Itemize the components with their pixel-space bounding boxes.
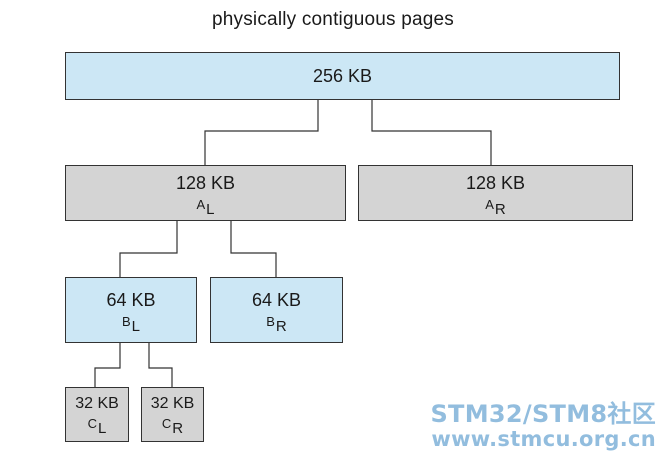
node-root: 256 KB <box>65 52 620 100</box>
connector-root-al <box>204 100 319 165</box>
node-a-left-sub: L <box>206 201 215 218</box>
connector-al-br <box>230 221 277 277</box>
node-c-right-letter: C <box>161 416 172 431</box>
connector-bl-cl <box>94 343 121 387</box>
node-a-left-letter: A <box>196 197 206 212</box>
watermark-line1: STM32/STM8社区 <box>430 400 656 428</box>
node-c-right-sub: R <box>172 420 184 437</box>
connector-bl-cr <box>148 343 173 387</box>
node-c-left-letter: C <box>87 416 98 431</box>
node-c-left-label: CL <box>66 415 128 437</box>
node-a-left-size: 128 KB <box>175 173 236 193</box>
node-c-right-label: CR <box>142 415 203 437</box>
node-a-left: 128 KB AL <box>65 165 346 221</box>
node-c-left-size: 32 KB <box>75 395 119 412</box>
connector-al-bl <box>119 221 178 277</box>
node-c-left-sub: L <box>98 420 107 437</box>
node-root-size: 256 KB <box>312 66 373 86</box>
node-b-left-size: 64 KB <box>106 290 156 310</box>
diagram-title: physically contiguous pages <box>212 9 454 30</box>
node-b-left-sub: L <box>131 318 140 335</box>
connector-root-ar <box>371 100 492 165</box>
node-c-right-size: 32 KB <box>150 395 195 412</box>
node-b-right: 64 KB BR <box>210 277 343 343</box>
node-a-right-size: 128 KB <box>465 173 526 193</box>
node-b-right-letter: B <box>266 314 275 329</box>
node-b-right-size: 64 KB <box>251 290 302 310</box>
node-a-left-label: AL <box>66 196 345 218</box>
node-c-right: 32 KB CR <box>141 387 204 442</box>
node-b-right-label: BR <box>211 313 342 335</box>
node-b-left-label: BL <box>66 313 196 335</box>
node-a-right-letter: A <box>485 197 494 212</box>
node-a-right: 128 KB AR <box>358 165 633 221</box>
node-a-right-sub: R <box>494 201 506 218</box>
watermark-line2: www.stmcu.org.cn <box>431 427 656 451</box>
node-b-left: 64 KB BL <box>65 277 197 343</box>
node-a-right-label: AR <box>359 196 632 218</box>
node-c-left: 32 KB CL <box>65 387 129 442</box>
node-b-right-sub: R <box>275 318 287 335</box>
node-b-left-letter: B <box>121 314 131 329</box>
